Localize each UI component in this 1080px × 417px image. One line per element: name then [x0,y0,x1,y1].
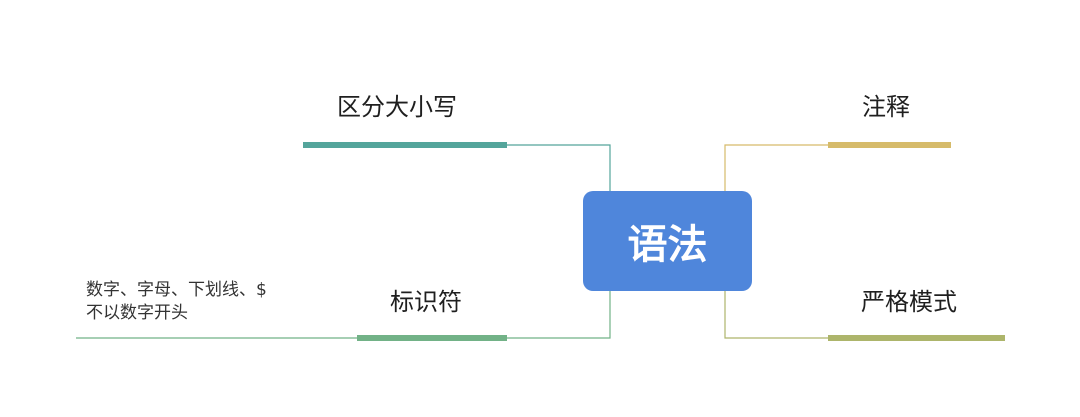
branch-label-case-sensitive: 区分大小写 [337,93,457,121]
connector-strict-mode [724,291,829,339]
center-topic-label: 语法 [627,222,708,268]
underline-comment [828,142,951,148]
identifier-note: 数字、字母、下划线、$ 不以数字开头 [86,279,267,325]
connector-comment [724,144,829,191]
underline-strict-mode [828,335,1005,341]
branch-label-identifier: 标识符 [390,288,462,316]
connector-case-sensitive [506,144,611,191]
underline-case-sensitive [303,142,507,148]
branch-label-comment: 注释 [862,93,910,121]
identifier-note-line-2: 不以数字开头 [86,303,188,323]
center-topic-node: 语法 [583,191,752,291]
identifier-note-line-1: 数字、字母、下划线、$ [86,280,267,300]
underline-identifier [357,335,507,341]
connector-identifier [506,291,611,339]
branch-label-strict-mode: 严格模式 [861,288,957,316]
